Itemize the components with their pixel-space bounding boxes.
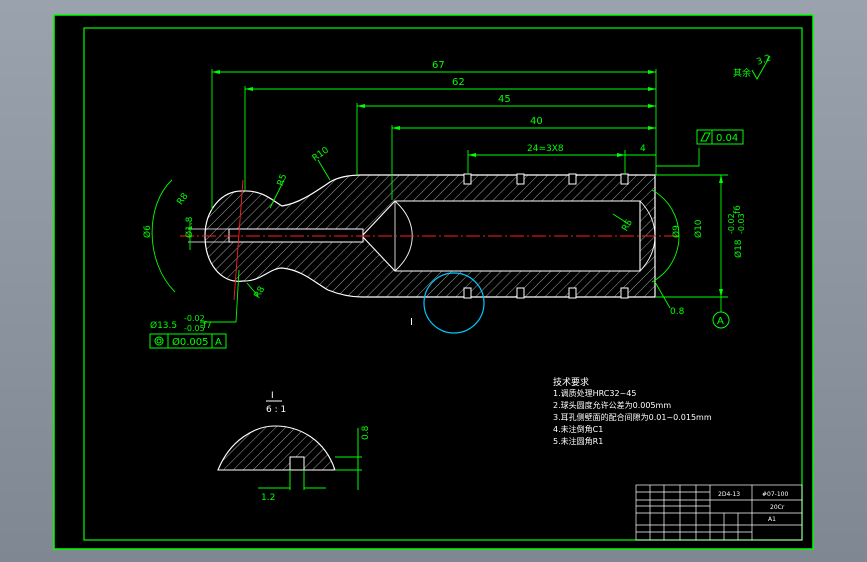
roughness-main: 0.8 — [670, 307, 685, 317]
tech-line-5: 5.未注圆角R1 — [553, 436, 603, 446]
dim-4: 4 — [640, 144, 646, 154]
svg-text:其余: 其余 — [733, 67, 751, 79]
dim-phi18: Ø18 — [733, 239, 744, 258]
dim-phi18-tol-up: -0.02 — [727, 213, 736, 234]
ball-hole — [228, 228, 364, 243]
tech-line-1: 1.调质处理HRC32~45 — [553, 388, 636, 398]
cylindricity-icon — [700, 132, 711, 142]
dim-phi13-fit: f7 — [203, 321, 212, 331]
dim-phi18-tol-low: -0.03 — [737, 213, 746, 234]
part-section-view — [180, 173, 680, 334]
dim-phi10: Ø10 — [693, 219, 704, 238]
dimension-arrows — [212, 70, 723, 297]
bottom-grooves — [463, 287, 629, 299]
svg-text:Ø0.005: Ø0.005 — [172, 336, 209, 348]
top-grooves — [463, 173, 629, 185]
dim-24: 24=3X8 — [527, 144, 564, 154]
dim-40: 40 — [530, 116, 543, 127]
title-scale-cell: A1 — [768, 516, 776, 523]
dim-67: 67 — [432, 60, 445, 71]
svg-text:3.2: 3.2 — [755, 53, 772, 67]
tech-requirements: 技术要求 1.调质处理HRC32~45 2.球头圆度允许公差为0.005mm 3… — [553, 376, 712, 446]
detail-view: I 6 : 1 0.8 1.2 — [217, 391, 371, 503]
svg-text:1.2: 1.2 — [261, 493, 275, 503]
coaxiality-frame: Ø0.005 A — [149, 333, 227, 349]
coaxiality-icon — [154, 336, 164, 346]
datum-a: A — [712, 311, 730, 329]
tech-line-2: 2.球头圆度允许公差为0.005mm — [553, 400, 671, 410]
tech-title: 技术要求 — [553, 376, 589, 388]
dim-62: 62 — [452, 77, 465, 88]
title-material: 20Cr — [770, 504, 785, 511]
detail-circle-label: I — [410, 317, 413, 328]
inner-frame — [83, 27, 803, 541]
tech-line-3: 3.耳孔侧壁面的配合间隙为0.01~0.015mm — [553, 412, 712, 422]
dim-phi13-tol-up: -0.02 — [184, 314, 205, 323]
dim-phi6: Ø6 — [142, 225, 153, 238]
svg-text:A: A — [717, 316, 724, 327]
dimension-lines — [151, 69, 728, 323]
dim-phi13-tol-low: -0.05 — [184, 324, 205, 333]
cylindricity-frame: 0.04 — [696, 129, 744, 145]
dim-r5: R5 — [276, 173, 289, 188]
svg-text:0.8: 0.8 — [361, 425, 371, 440]
title-drawing-no: #07-100 — [762, 491, 788, 498]
title-part-name: 2D4-13 — [718, 491, 740, 498]
dim-45: 45 — [498, 94, 511, 105]
svg-text:6 : 1: 6 : 1 — [266, 405, 286, 415]
title-block — [635, 484, 803, 541]
dim-phi18-ball: Ø1.8 — [184, 216, 195, 238]
svg-text:I: I — [271, 391, 274, 401]
dimension-texts: 67 62 45 40 24=3X8 4 R5 R10 R8 R5 R8 Ø6 … — [142, 60, 746, 333]
dim-phi18-fit: f6 — [733, 205, 743, 214]
detail-circle — [423, 272, 485, 334]
roughness-icon — [751, 55, 771, 81]
dim-phi13: Ø13.5 — [150, 320, 177, 331]
dim-phi9: Ø9 — [671, 225, 682, 238]
svg-text:0.04: 0.04 — [716, 133, 738, 144]
roughness-note: 其余 3.2 — [733, 53, 772, 81]
tech-line-4: 4.未注倒角C1 — [553, 424, 603, 434]
svg-text:A: A — [215, 337, 222, 348]
